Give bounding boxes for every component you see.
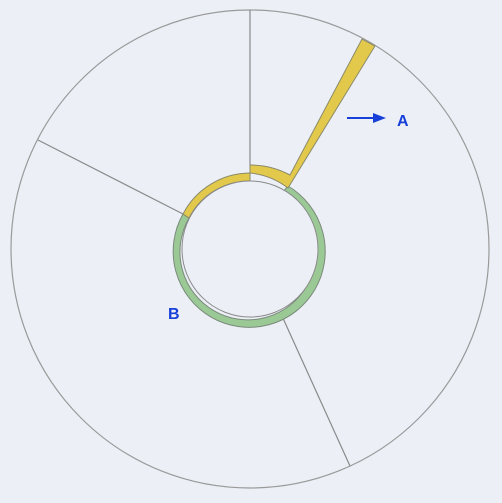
divider-line-left [37, 139, 184, 215]
inner-circle [181, 180, 319, 318]
divider-line-bottom [281, 315, 351, 467]
label-a: A [397, 113, 409, 130]
label-b: B [168, 306, 180, 323]
arrow-right-icon [373, 113, 386, 123]
yellow-spike-sector [249, 38, 376, 189]
